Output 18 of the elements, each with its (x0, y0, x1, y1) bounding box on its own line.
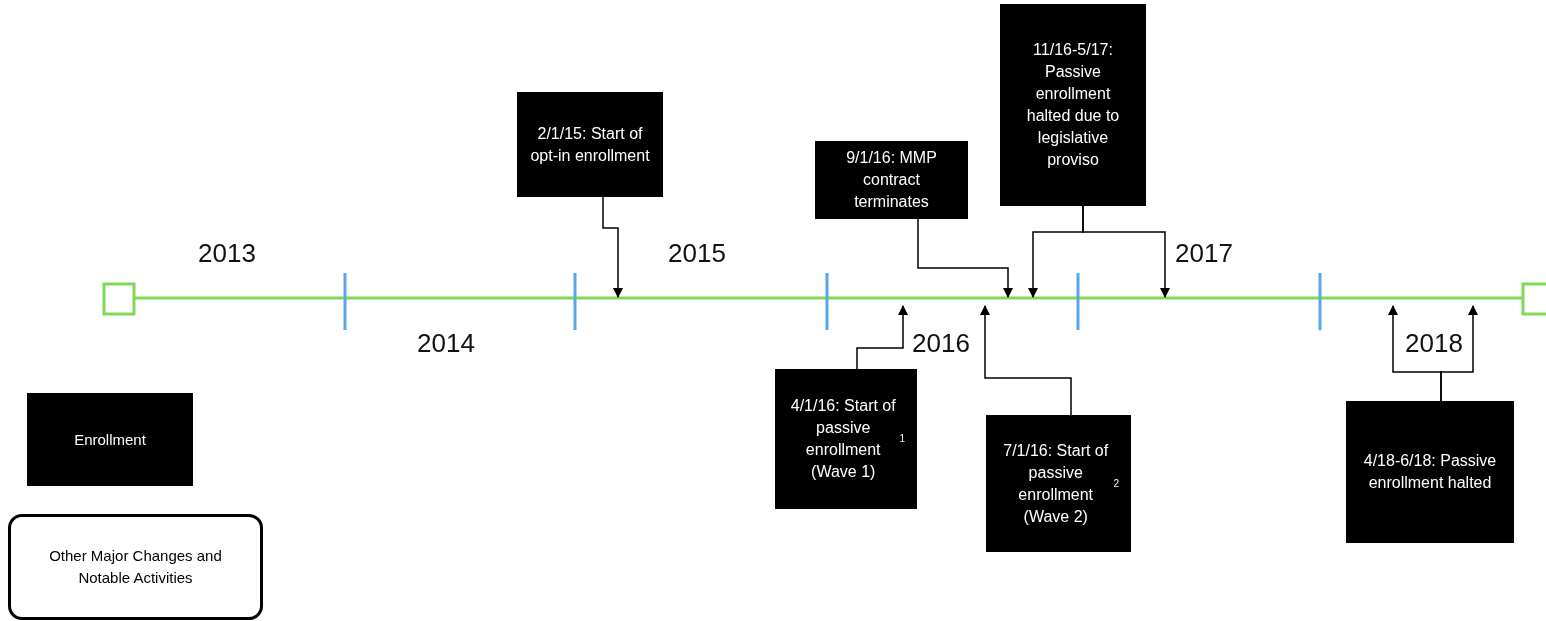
arrow (856, 305, 908, 370)
event-box: 11/16-5/17: Passive enrollment halted due to legislative proviso (1000, 4, 1146, 206)
event-box: 4/18-6/18: Passive enrollment halted (1346, 401, 1514, 543)
arrow (980, 305, 1072, 416)
event-box: 9/1/16: MMP contract terminates (815, 141, 968, 219)
arrow (1082, 205, 1170, 298)
year-label: 2013 (198, 238, 256, 269)
year-label: 2015 (668, 238, 726, 269)
year-label: 2018 (1405, 328, 1463, 359)
arrow (602, 196, 623, 298)
legend-swatch: Other Major Changes and Notable Activities (8, 514, 263, 620)
year-label: 2017 (1175, 238, 1233, 269)
arrow (917, 218, 1013, 298)
year-label: 2014 (417, 328, 475, 359)
legend-swatch: Enrollment (27, 393, 193, 486)
year-label: 2016 (912, 328, 970, 359)
arrow (1440, 305, 1478, 402)
event-box: 2/1/15: Start of opt-in enrollment (517, 92, 663, 197)
